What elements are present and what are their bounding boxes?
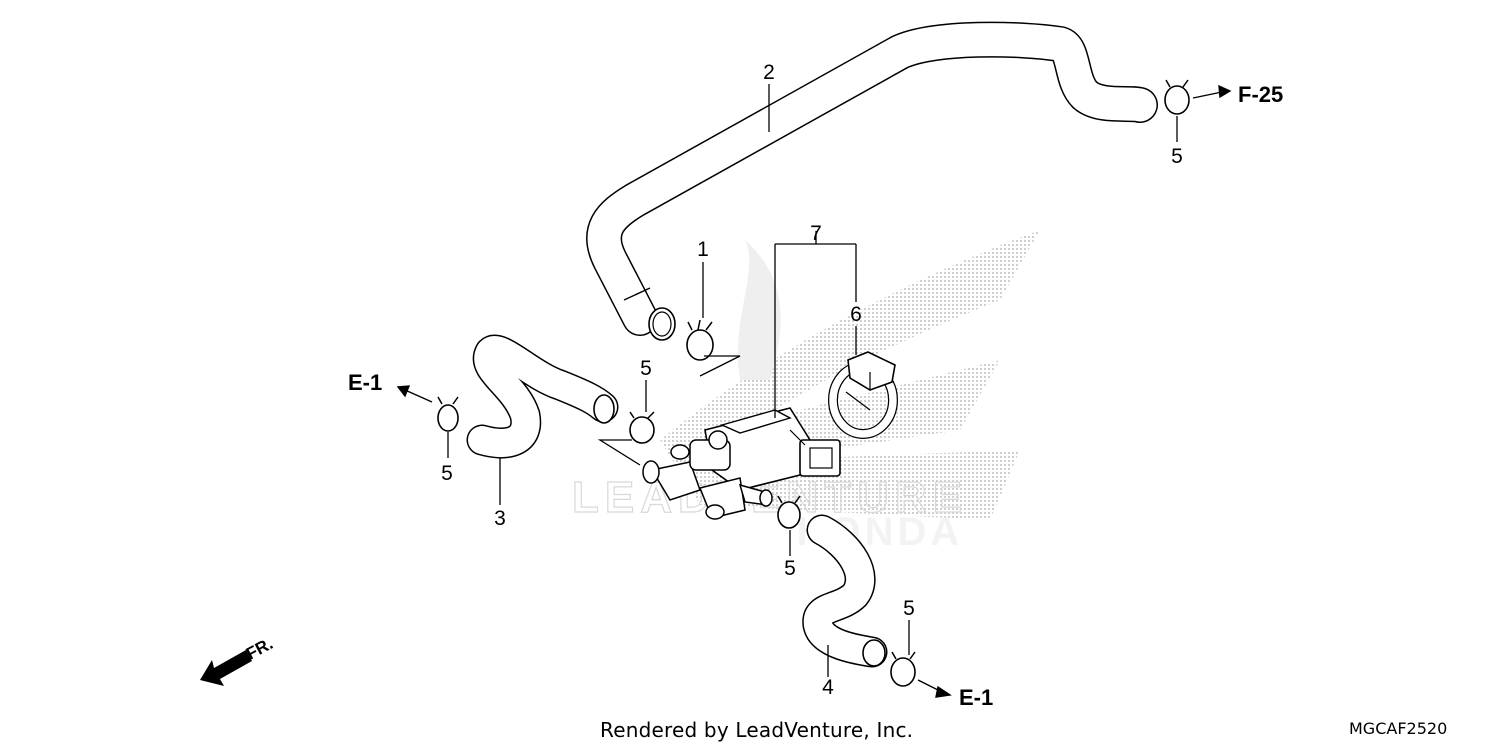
clamp-5-right	[890, 651, 916, 687]
part-label-4: 4	[822, 676, 834, 699]
reference-arrows	[396, 84, 1232, 698]
part-label-1: 1	[697, 238, 709, 261]
clamp-5-left	[437, 396, 459, 432]
part-label-6: 6	[850, 303, 862, 326]
clamp-1	[686, 319, 714, 361]
leader-lines	[447, 84, 1178, 677]
reference-e1-right[interactable]: E-1	[959, 685, 993, 710]
render-credit: Rendered by LeadVenture, Inc.	[600, 718, 914, 742]
reference-e1-left[interactable]: E-1	[348, 370, 382, 395]
part-label-5-center: 5	[640, 357, 652, 380]
part-label-7: 7	[810, 222, 822, 245]
band-clamp-6	[828, 351, 898, 439]
hose-4	[802, 514, 888, 668]
air-injection-valve	[642, 407, 841, 520]
clamp-5-lower	[777, 495, 801, 529]
part-label-5-f25: 5	[1171, 145, 1183, 168]
part-label-2: 2	[763, 61, 775, 84]
diagram-code: MGCAF2520	[1349, 719, 1448, 738]
hose-2	[586, 21, 1158, 341]
watermark-logo: LEADVENTURE HONDA	[571, 230, 1040, 554]
part-label-3: 3	[494, 507, 506, 530]
clamp-5-f25	[1164, 79, 1190, 115]
hose-3	[466, 334, 619, 459]
part-label-5-lower: 5	[784, 557, 796, 580]
part-label-5-left: 5	[441, 462, 453, 485]
clamp-5-center	[629, 411, 655, 444]
reference-f25[interactable]: F-25	[1238, 82, 1283, 107]
part-label-5-right: 5	[903, 597, 915, 620]
front-direction-marker: FR.	[200, 634, 276, 686]
